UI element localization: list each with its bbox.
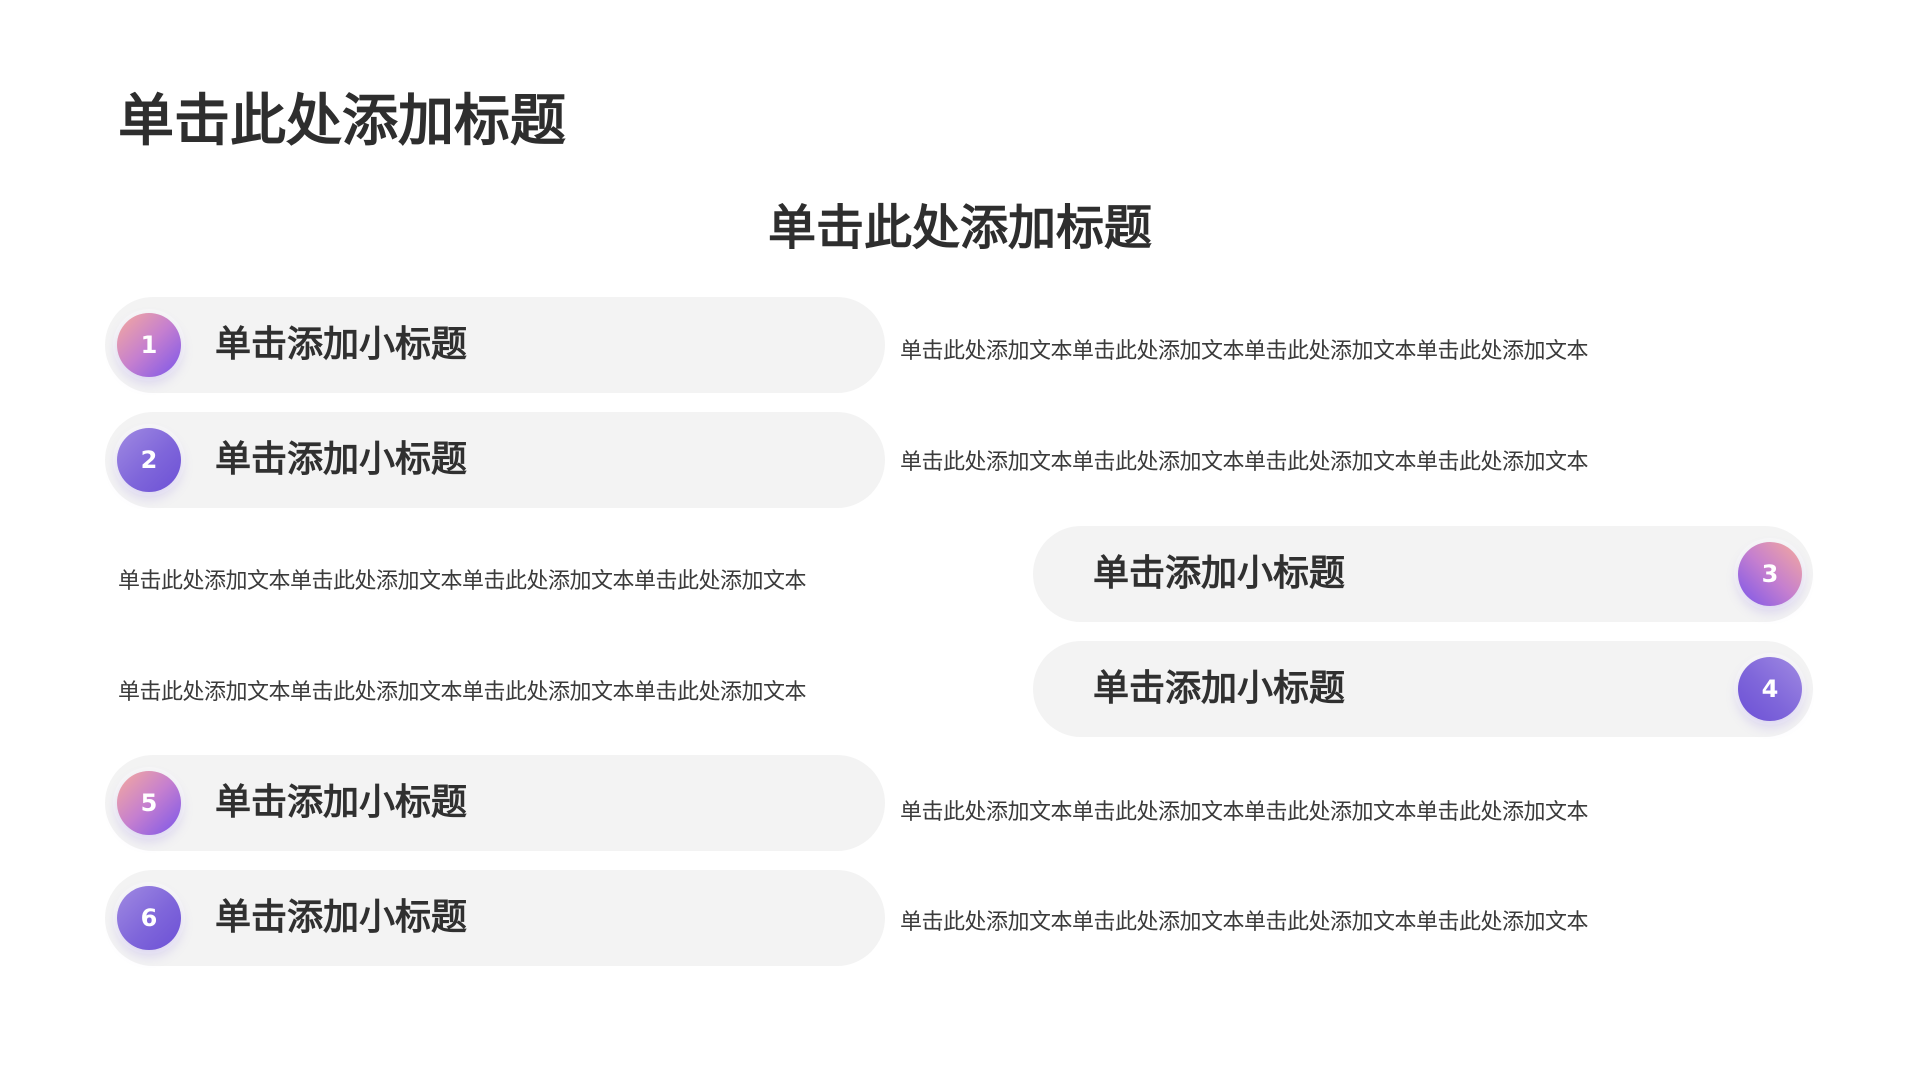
item-pill-3[interactable]: 单击添加小标题 3 <box>1033 526 1813 622</box>
number-badge-1: 1 <box>117 313 181 377</box>
item-subtitle-4[interactable]: 单击添加小标题 <box>1093 668 1346 709</box>
number-badge-5: 5 <box>117 771 181 835</box>
item-text-5[interactable]: 单击此处添加文本单击此处添加文本单击此处添加文本单击此处添加文本 <box>900 800 1589 825</box>
slide-title[interactable]: 单击此处添加标题 <box>118 89 566 154</box>
item-pill-5[interactable]: 5 单击添加小标题 <box>105 755 885 851</box>
section-title[interactable]: 单击此处添加标题 <box>767 200 1152 256</box>
item-text-1[interactable]: 单击此处添加文本单击此处添加文本单击此处添加文本单击此处添加文本 <box>900 339 1589 364</box>
number-badge-4: 4 <box>1738 657 1802 721</box>
item-pill-1[interactable]: 1 单击添加小标题 <box>105 297 885 393</box>
item-pill-2[interactable]: 2 单击添加小标题 <box>105 412 885 508</box>
number-badge-6: 6 <box>117 886 181 950</box>
number-badge-3: 3 <box>1738 542 1802 606</box>
item-text-3[interactable]: 单击此处添加文本单击此处添加文本单击此处添加文本单击此处添加文本 <box>118 569 807 594</box>
item-text-2[interactable]: 单击此处添加文本单击此处添加文本单击此处添加文本单击此处添加文本 <box>900 450 1589 475</box>
item-pill-6[interactable]: 6 单击添加小标题 <box>105 870 885 966</box>
item-text-6[interactable]: 单击此处添加文本单击此处添加文本单击此处添加文本单击此处添加文本 <box>900 910 1589 935</box>
item-subtitle-5[interactable]: 单击添加小标题 <box>215 782 468 823</box>
item-subtitle-3[interactable]: 单击添加小标题 <box>1093 553 1346 594</box>
item-text-4[interactable]: 单击此处添加文本单击此处添加文本单击此处添加文本单击此处添加文本 <box>118 680 807 705</box>
item-subtitle-2[interactable]: 单击添加小标题 <box>215 439 468 480</box>
item-pill-4[interactable]: 单击添加小标题 4 <box>1033 641 1813 737</box>
number-badge-2: 2 <box>117 428 181 492</box>
item-subtitle-1[interactable]: 单击添加小标题 <box>215 324 468 365</box>
item-subtitle-6[interactable]: 单击添加小标题 <box>215 897 468 938</box>
